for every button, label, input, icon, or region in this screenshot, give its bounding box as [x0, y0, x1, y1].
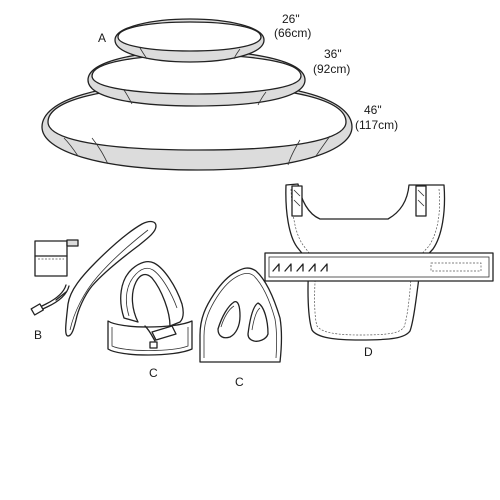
- harness-vest: [199, 267, 283, 363]
- bed-large: [41, 81, 353, 171]
- harness-label-2: C: [235, 375, 244, 389]
- bed-small-size-cm: (66cm): [274, 26, 312, 40]
- bed-medium-size-inches: 36": [324, 47, 342, 61]
- bed-small-size-inches: 26": [282, 12, 300, 26]
- bed-small: [114, 18, 265, 63]
- leash: [30, 220, 157, 337]
- coat-label: D: [364, 345, 373, 359]
- bed-large-size-cm: (117cm): [355, 118, 399, 132]
- dog-coat: [264, 183, 494, 341]
- harness-step-in: [107, 261, 193, 356]
- harness-label-1: C: [149, 366, 158, 380]
- bed-medium-size-cm: (92cm): [313, 62, 351, 76]
- bed-label: A: [98, 31, 107, 45]
- bed-large-size-inches: 46": [364, 103, 382, 117]
- treat-pouch: [34, 239, 79, 277]
- leash-label: B: [34, 328, 43, 342]
